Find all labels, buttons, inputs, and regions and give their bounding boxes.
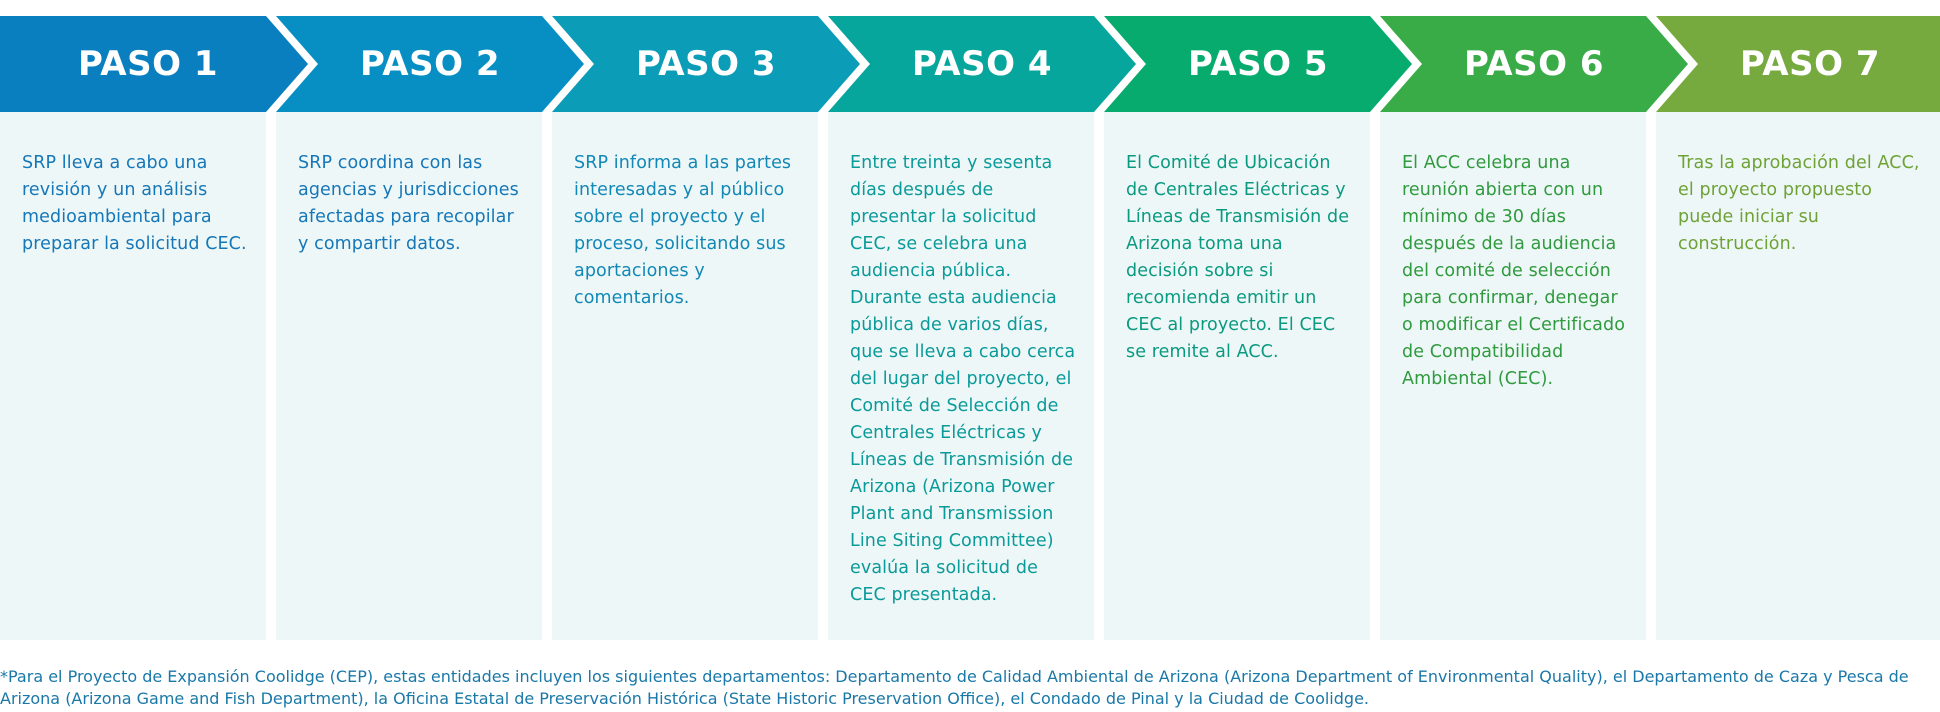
step-card	[0, 112, 266, 640]
step-card	[276, 112, 542, 640]
step-description: SRP informa a las partes interesadas y a…	[574, 153, 792, 308]
step-card	[1380, 112, 1646, 640]
step-description: El ACC celebra una reunión abierta con u…	[1402, 153, 1625, 389]
step-3: SRP informa a las partes interesadas y a…	[552, 0, 818, 640]
step-description: Entre treinta y sesenta días después de …	[850, 153, 1076, 605]
step-label: PASO 2	[360, 44, 500, 84]
step-2-arrow	[276, 16, 584, 112]
step-6: El ACC celebra una reunión abierta con u…	[1380, 0, 1646, 640]
step-card	[1656, 112, 1940, 640]
step-description: SRP lleva a cabo una revisión y un análi…	[22, 153, 247, 254]
step-description: Tras la aprobación del ACC, el proyecto …	[1678, 153, 1920, 254]
step-7: Tras la aprobación del ACC, el proyecto …	[1656, 0, 1940, 640]
step-description: SRP coordina con las agencias y jurisdic…	[298, 153, 519, 254]
step-label: PASO 3	[636, 44, 776, 84]
process-steps: SRP lleva a cabo una revisión y un análi…	[0, 0, 1940, 640]
step-4-arrow	[828, 16, 1136, 112]
step-label: PASO 1	[78, 44, 218, 84]
step-card	[828, 112, 1094, 640]
step-1-arrow	[0, 16, 308, 112]
step-arrows	[0, 16, 1940, 112]
step-label: PASO 4	[912, 44, 1052, 84]
step-1: SRP lleva a cabo una revisión y un análi…	[0, 0, 266, 640]
step-2: SRP coordina con las agencias y jurisdic…	[276, 0, 542, 640]
step-card	[1104, 112, 1370, 640]
step-5-arrow	[1104, 16, 1412, 112]
step-label: PASO 5	[1188, 44, 1328, 84]
step-5: El Comité de Ubicación de Centrales Eléc…	[1104, 0, 1370, 640]
footnote: *Para el Proyecto de Expansión Coolidge …	[0, 667, 1909, 708]
step-label: PASO 6	[1464, 44, 1604, 84]
step-7-arrow	[1656, 16, 1940, 112]
step-label: PASO 7	[1740, 44, 1880, 84]
step-4: Entre treinta y sesenta días después de …	[828, 0, 1094, 640]
step-description: El Comité de Ubicación de Centrales Eléc…	[1126, 153, 1350, 362]
step-card	[552, 112, 818, 640]
step-3-arrow	[552, 16, 860, 112]
step-6-arrow	[1380, 16, 1688, 112]
